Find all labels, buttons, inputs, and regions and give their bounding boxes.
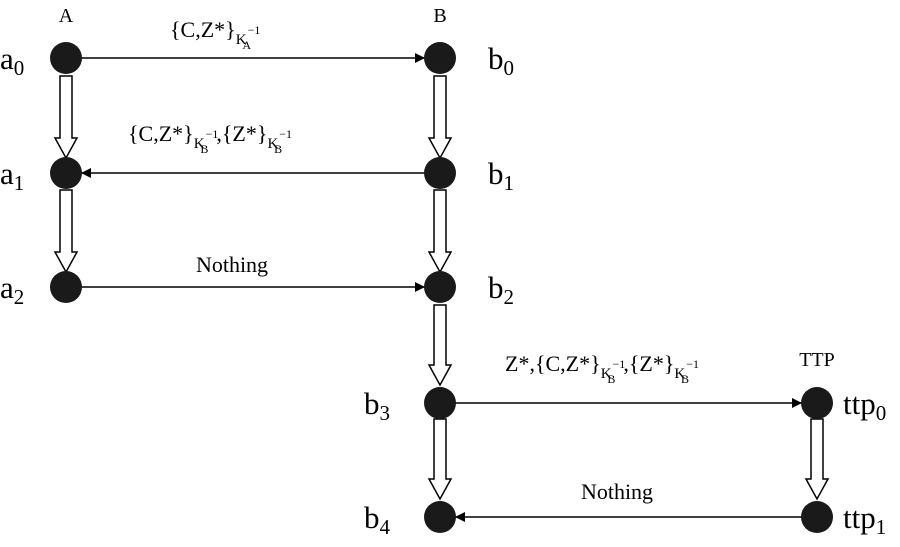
state-label-b3: b3	[364, 386, 390, 425]
state-node-a0	[50, 42, 82, 74]
state-node-a1	[50, 157, 82, 189]
participant-b-label: B	[433, 5, 446, 27]
transition-ttp0-ttp1	[804, 418, 830, 501]
transition-a1-a2	[53, 189, 79, 274]
transition-b3-b4	[427, 418, 453, 501]
participant-a-label: A	[59, 5, 74, 27]
state-node-ttp0	[801, 387, 833, 419]
state-node-b4	[424, 501, 456, 533]
state-node-a2	[50, 271, 82, 303]
message-label-m5: Nothing	[581, 479, 653, 504]
state-node-ttp1	[801, 501, 833, 533]
participant-ttp-label: TTP	[799, 349, 835, 371]
state-label-b4: b4	[364, 500, 391, 539]
transition-b2-b3	[427, 304, 453, 387]
state-node-b3	[424, 387, 456, 419]
state-node-b0	[424, 42, 456, 74]
transition-b1-b2	[427, 189, 453, 274]
state-label-b1: b1	[488, 156, 514, 195]
state-label-ttp1: ttp1	[843, 500, 886, 539]
state-node-b1	[424, 157, 456, 189]
state-label-b2: b2	[488, 270, 514, 309]
state-label-a1: a1	[0, 156, 24, 195]
message-label-m3: Nothing	[196, 252, 268, 277]
state-node-b2	[424, 271, 456, 303]
state-label-b0: b0	[488, 41, 514, 80]
transition-b0-b1	[427, 75, 453, 160]
state-label-a2: a2	[0, 270, 24, 309]
state-label-ttp0: ttp0	[843, 386, 886, 425]
state-label-a0: a0	[0, 41, 24, 80]
transition-a0-a1	[53, 75, 79, 160]
